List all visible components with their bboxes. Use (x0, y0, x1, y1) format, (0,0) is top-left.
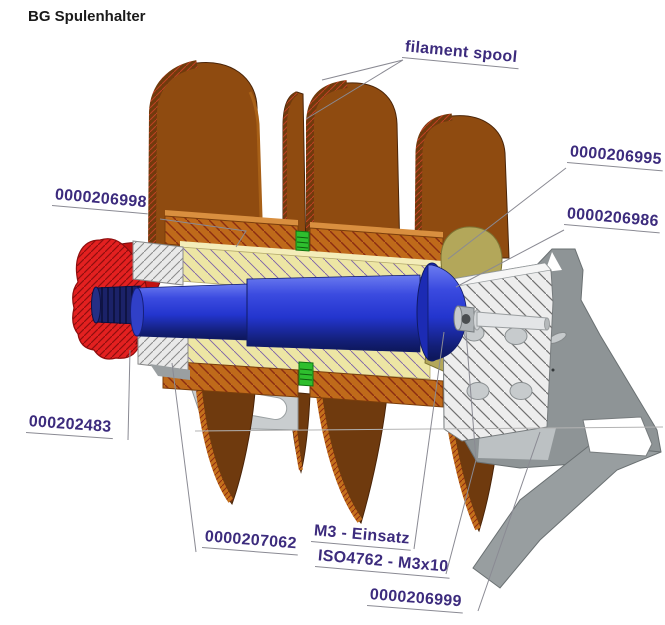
leader-m3-insert (413, 331, 445, 550)
screw-iso4762 (453, 305, 550, 333)
spool-hub-bottom-left (162, 360, 299, 398)
leader-lines (127, 59, 567, 612)
clamp-washer-bottom (137, 329, 190, 380)
shaft (130, 274, 421, 353)
spool-flange-claw-left (196, 389, 256, 506)
threaded-rod (91, 285, 141, 325)
leader-206995 (447, 167, 567, 260)
page-title: BG Spulenhalter (28, 8, 146, 25)
leader-206986 (455, 229, 565, 288)
leader-iso4762 (445, 331, 477, 575)
leader-filament-spool (305, 59, 404, 120)
spool-hub-bottom-right (309, 370, 444, 408)
spool-flange-right (414, 113, 510, 259)
leader-207062 (171, 362, 197, 553)
leader-206999 (477, 431, 541, 612)
spool-flange-sliver (282, 91, 307, 257)
leader-202483 (127, 349, 131, 441)
m3-insert-bottom (298, 361, 314, 387)
clamp-washer-top (132, 240, 184, 286)
construction-line (194, 426, 664, 432)
spool-flange-claw-mid (316, 393, 388, 525)
leader-206998 (159, 218, 247, 248)
spool-flange-left (148, 60, 264, 251)
m3-insert-top (295, 230, 310, 252)
spool-flange-mid (306, 80, 401, 259)
